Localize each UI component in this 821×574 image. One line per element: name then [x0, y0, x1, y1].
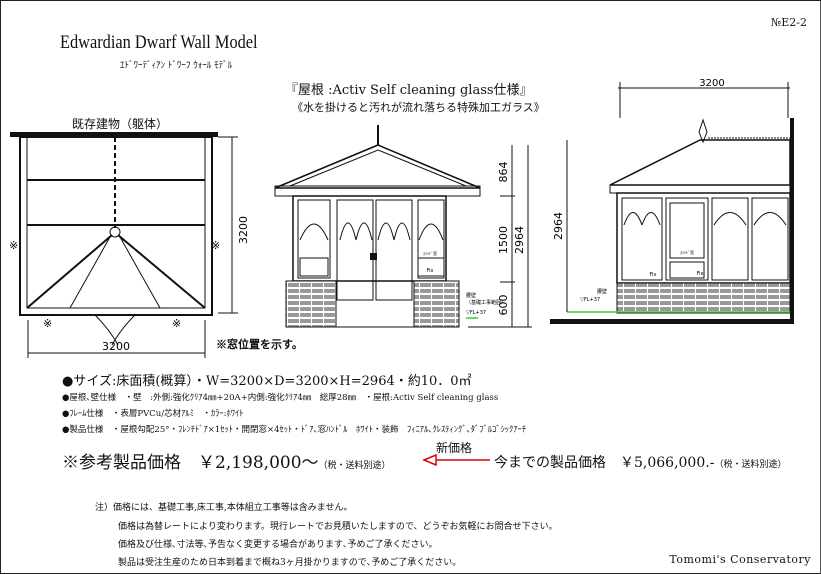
window-position-note: ※窓位置を示す。: [216, 338, 303, 351]
existing-building-label: 既存建物（躯体）: [72, 117, 169, 131]
window-mark: ※: [172, 317, 181, 330]
base-label-scope: （基礎工事範囲）: [466, 299, 506, 306]
roof-spec-heading: 『屋根 :Activ Self cleaning glass仕様』: [285, 83, 533, 98]
side-elevation: 3200 Fix Fix ｽﾗｲﾄﾞ窓 2964 腰壁 ▽FL+37: [550, 78, 794, 324]
dim-base: 600: [497, 295, 510, 316]
window-mark: ※: [43, 317, 52, 330]
gl-label: ▽FL+37: [580, 297, 600, 303]
note-line: 価格及び仕様､寸法等､予告なく変更する場合があります､予めご了承ください。: [118, 540, 438, 550]
plan-depth-dim: 3200: [237, 216, 250, 244]
frame-spec: ●ﾌﾚｰﾑ仕様 ・表層PVCu/芯材ｱﾙﾐ ・ｶﾗｰ:ﾎﾜｲﾄ: [62, 409, 244, 419]
note-line: 注）価格には、基礎工事,床工事,本体組立工事等は含みません。: [95, 503, 353, 513]
old-price: 今までの製品価格 ￥5,066,000.-（税・送料別途）: [494, 452, 786, 472]
side-total-height: 2964: [552, 212, 565, 240]
fix-label: Fix: [650, 272, 657, 278]
dim-total-height: 2964: [513, 226, 526, 254]
front-elevation: Fix ｽﾗｲﾄﾞ窓 腰壁 （基礎工事範囲） ▽FL+37 864 1500 6…: [274, 125, 532, 328]
window-label: ｽﾗｲﾄﾞ窓: [423, 250, 437, 256]
reference-price-value: ※参考製品価格 ￥2,198,000～: [62, 453, 319, 473]
dim-roof: 864: [497, 162, 510, 183]
page-subtitle: ｴﾄﾞﾜｰﾃﾞｨｱﾝ ﾄﾞﾜｰﾌ ｳｫｰﾙ ﾓﾃﾞﾙ: [120, 61, 233, 71]
old-tax-note: （税・送料別途）: [714, 460, 787, 470]
roof-wall-spec: ●屋根､壁仕様 ・壁 :外側:強化ｸﾘｱ4㎜+20A+内側:強化ｸﾘｱ4㎜ 総厚…: [62, 393, 499, 403]
plan-view: 3200 3200 ※ ※ ※ ※: [9, 132, 250, 358]
fix-label: Fix: [427, 268, 434, 274]
size-spec: ●サイズ:床面積(概算）・W=3200×D=3200×H=2964・約10．0㎡: [62, 374, 472, 389]
tax-note: （税・送料別途）: [318, 461, 391, 471]
window-mark: ※: [211, 239, 220, 252]
dim-wall: 1500: [497, 226, 510, 254]
brand-name: Tomomi's Conservatory: [669, 553, 811, 566]
base-label: 腰壁: [466, 292, 476, 299]
reference-price: ※参考製品価格 ￥2,198,000～（税・送料別途）: [62, 448, 391, 473]
gl-label: ▽FL+37: [466, 310, 486, 316]
roof-spec-note: 《水を掛けると汚れが流れ落ちる特殊加工ガラス》: [292, 101, 545, 114]
note-line: 価格は為替レートにより変わります。現行レートでお見積いたしますので、どうぞお気軽…: [118, 522, 558, 532]
document-number: №E2-2: [770, 16, 807, 29]
window-mark: ※: [9, 239, 18, 252]
window-label: ｽﾗｲﾄﾞ窓: [680, 249, 694, 255]
side-width-dim: 3200: [699, 78, 724, 89]
new-price-label: 新価格: [436, 441, 473, 455]
product-spec: ●製品仕様 ・屋根勾配25°・ﾌﾚﾝﾁﾄﾞｱ×1ｾｯﾄ・開閉窓×4ｾｯﾄ・ﾄﾞｱ…: [62, 425, 527, 435]
page-title: Edwardian Dwarf Wall Model: [60, 32, 258, 53]
new-price-arrow: [422, 453, 490, 467]
note-line: 製品は受注生産のため日本到着まで概ね3ヶ月掛かりますので､予めご了承ください。: [118, 558, 462, 568]
old-price-value: 今までの製品価格 ￥5,066,000.-: [494, 455, 715, 471]
fix-label: Fix: [697, 271, 704, 277]
plan-width-dim: 3200: [102, 340, 130, 353]
base-label: 腰壁: [597, 288, 607, 295]
